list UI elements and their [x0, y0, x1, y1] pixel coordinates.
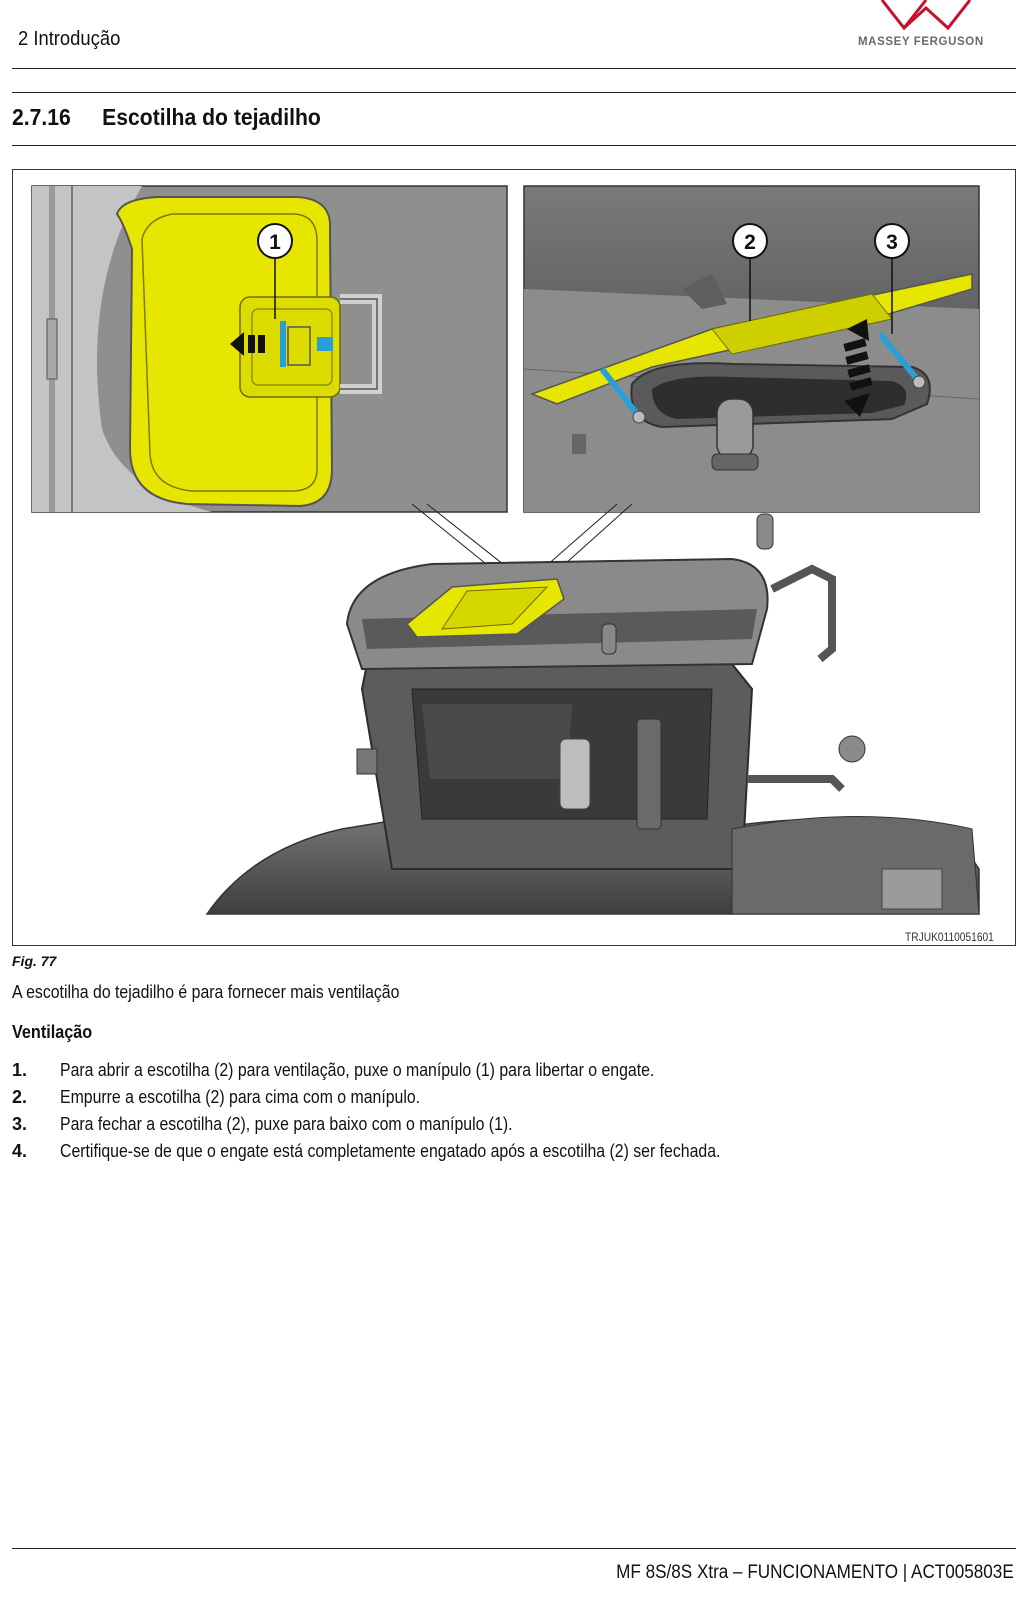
intro-paragraph: A escotilha do tejadilho é para fornecer… [12, 982, 400, 1002]
section-number: 2.7.16 [12, 104, 71, 130]
step-item: 2. Empurre a escotilha (2) para cima com… [12, 1087, 810, 1114]
figure-frame [12, 169, 1016, 946]
footer-rule [12, 1548, 1016, 1549]
step-item: 4. Certifique-se de que o engate está co… [12, 1141, 810, 1168]
header-rule [12, 68, 1016, 69]
step-item: 1. Para abrir a escotilha (2) para venti… [12, 1060, 810, 1087]
figure-illustration: 1 2 3 [31, 185, 980, 915]
step-number: 4. [12, 1141, 28, 1161]
section-title: 2.7.16 Escotilha do tejadilho [12, 104, 321, 131]
callout-1: 1 [269, 231, 281, 254]
step-number: 2. [12, 1087, 28, 1107]
step-number: 1. [12, 1060, 28, 1080]
footer-text: MF 8S/8S Xtra – FUNCIONAMENTO | ACT00580… [616, 1562, 1014, 1583]
subheading: Ventilação [12, 1022, 93, 1042]
section-title-text: Escotilha do tejadilho [102, 104, 321, 130]
tractor-cab-overview [205, 513, 980, 915]
brand-name: MASSEY FERGUSON [858, 36, 984, 48]
detail-hatch-view: 2 3 [523, 185, 980, 513]
step-text: Certifique-se de que o engate está compl… [60, 1141, 721, 1161]
detail-handle-view: 1 [31, 185, 508, 513]
figure-caption: Fig. 77 [12, 953, 57, 969]
callout-3: 3 [886, 231, 898, 254]
callout-2: 2 [744, 231, 756, 254]
step-text: Para fechar a escotilha (2), puxe para b… [60, 1114, 513, 1134]
title-rule-bottom [12, 145, 1016, 146]
steps-list: 1. Para abrir a escotilha (2) para venti… [12, 1060, 810, 1168]
step-text: Para abrir a escotilha (2) para ventilaç… [60, 1060, 655, 1080]
title-rule-top [12, 92, 1016, 93]
step-text: Empurre a escotilha (2) para cima com o … [60, 1087, 421, 1107]
massey-ferguson-logo [880, 0, 972, 31]
step-number: 3. [12, 1114, 28, 1134]
step-item: 3. Para fechar a escotilha (2), puxe par… [12, 1114, 810, 1141]
section-header: 2 Introdução [18, 28, 121, 50]
figure-code: TRJUK0110051601 [905, 930, 994, 944]
